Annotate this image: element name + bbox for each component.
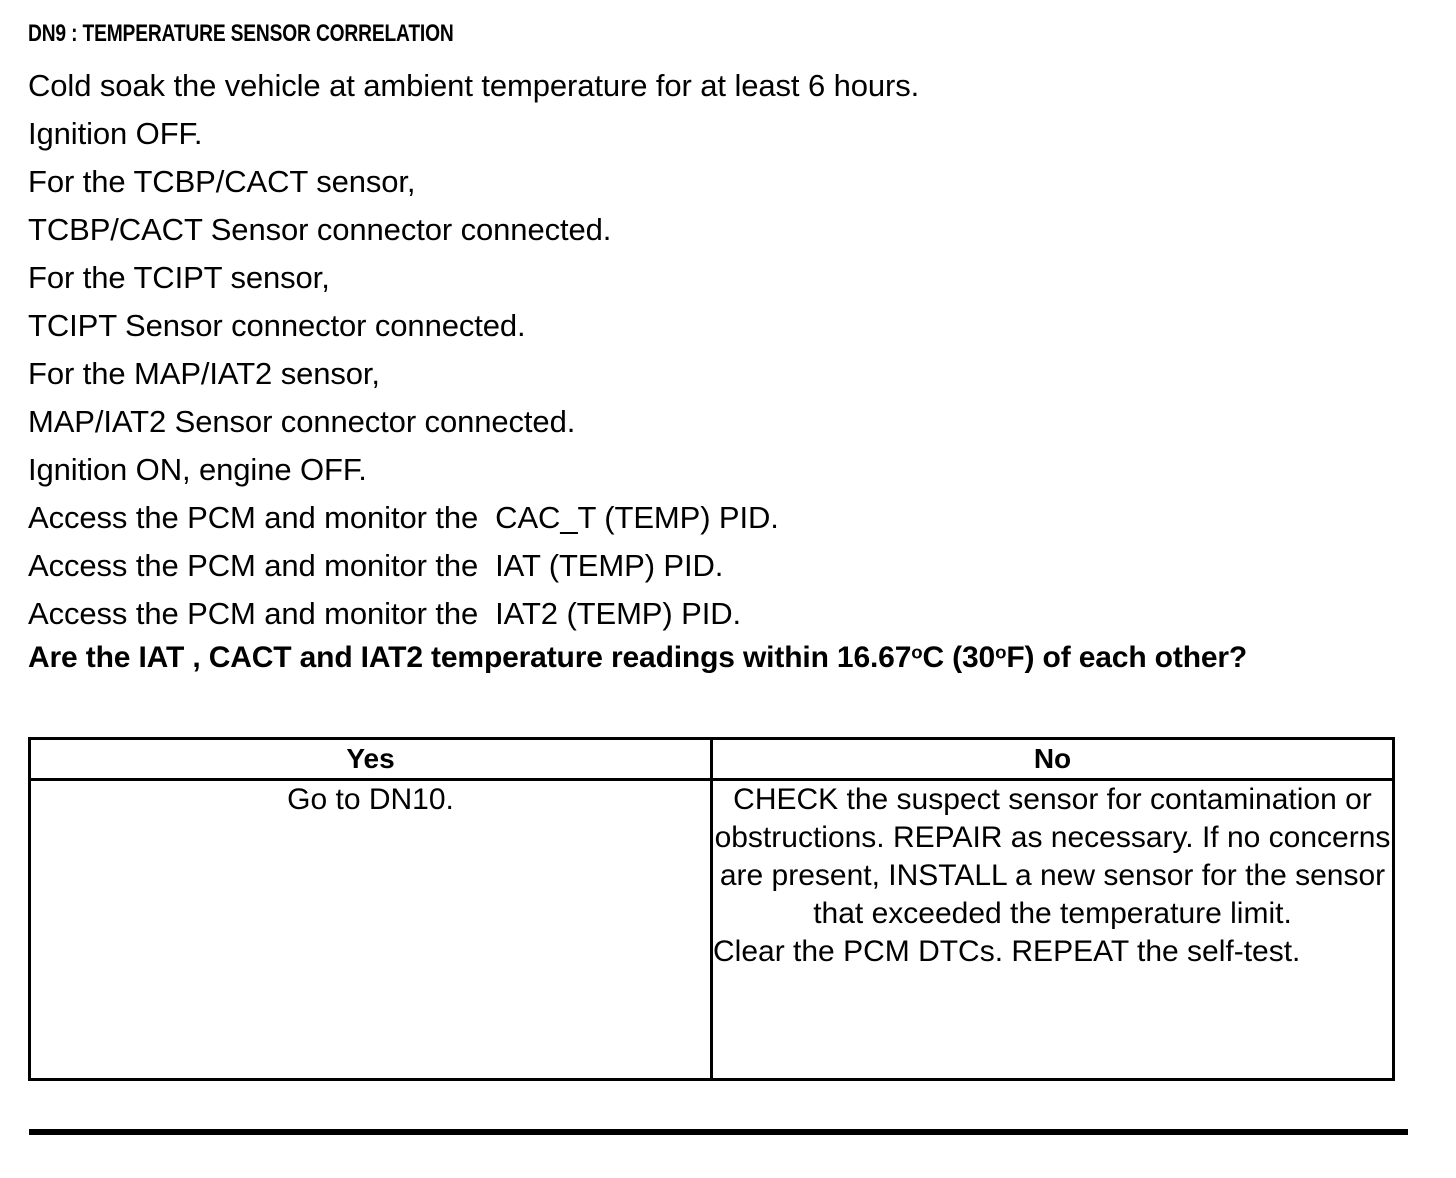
table-row: Go to DN10. CHECK the suspect sensor for… xyxy=(28,778,1395,1081)
procedure-step: Access the PCM and monitor the CAC_T (TE… xyxy=(28,500,779,535)
column-header-no: No xyxy=(710,737,1395,781)
procedure-step-list: Cold soak the vehicle at ambient tempera… xyxy=(28,62,1408,638)
question-text-part-1: Are the IAT , CACT and IAT2 temperature … xyxy=(28,641,912,674)
cell-yes-action: Go to DN10. xyxy=(28,778,713,1081)
procedure-step: MAP/IAT2 Sensor connector connected. xyxy=(28,404,576,439)
procedure-step: TCBP/CACT Sensor connector connected. xyxy=(28,212,612,247)
page-title: DN9 : TEMPERATURE SENSOR CORRELATION xyxy=(28,20,454,47)
procedure-step: Cold soak the vehicle at ambient tempera… xyxy=(28,68,920,103)
question-text-part-3: F) of each other? xyxy=(1006,641,1248,674)
page-footer-rule xyxy=(29,1129,1408,1135)
diagnostic-question: Are the IAT , CACT and IAT2 temperature … xyxy=(28,640,1247,676)
procedure-step: TCIPT Sensor connector connected. xyxy=(28,308,526,343)
procedure-step: For the TCIPT sensor, xyxy=(28,260,330,295)
procedure-step: For the TCBP/CACT sensor, xyxy=(28,164,416,199)
procedure-step: Access the PCM and monitor the IAT (TEMP… xyxy=(28,548,724,583)
procedure-step: Access the PCM and monitor the IAT2 (TEM… xyxy=(28,596,742,631)
cell-no-paragraph-secondary: Clear the PCM DTCs. REPEAT the self-test… xyxy=(713,935,1301,968)
question-text-part-2: C (30 xyxy=(922,641,996,674)
procedure-step: Ignition ON, engine OFF. xyxy=(28,452,367,487)
degree-symbol-fahrenheit: o xyxy=(995,641,1007,663)
procedure-step: Ignition OFF. xyxy=(28,116,203,151)
decision-table: Yes No Go to DN10. CHECK the suspect sen… xyxy=(28,737,1395,1081)
table-header-row: Yes No xyxy=(28,737,1395,781)
degree-symbol-celsius: o xyxy=(911,641,923,663)
cell-no-action: CHECK the suspect sensor for contaminati… xyxy=(710,778,1395,1081)
cell-no-paragraph-primary: CHECK the suspect sensor for contaminati… xyxy=(714,783,1391,930)
column-header-yes: Yes xyxy=(28,737,713,781)
procedure-step: For the MAP/IAT2 sensor, xyxy=(28,356,380,391)
